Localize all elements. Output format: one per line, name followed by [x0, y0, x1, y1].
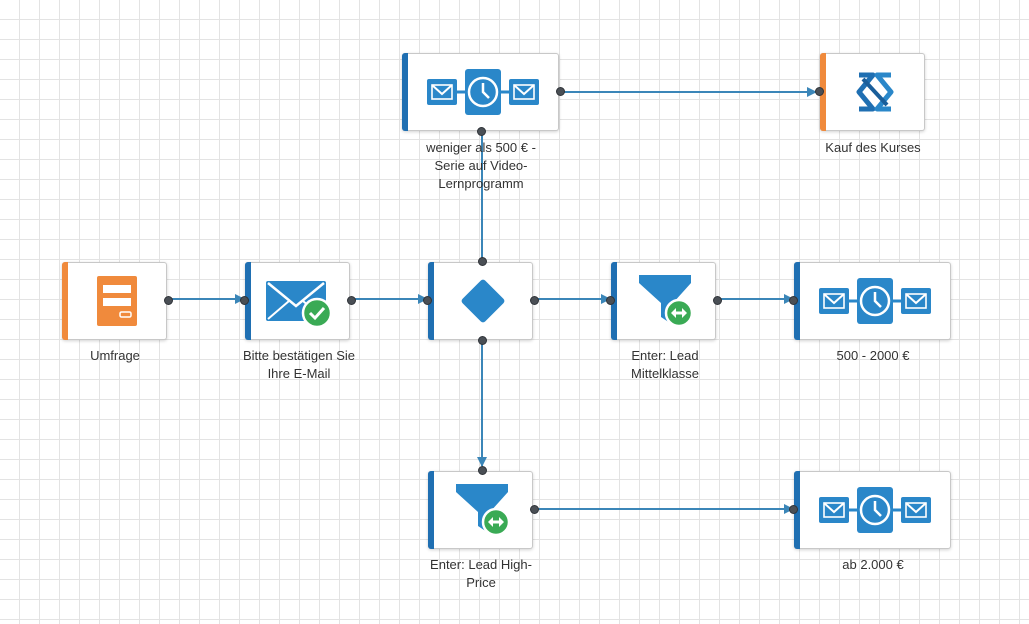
course-logo-icon: [826, 54, 924, 130]
node-label-email-series-from-2000: ab 2.000 €: [842, 557, 904, 572]
node-label-lead-mittelklasse: Enter: Lead Mittelklasse: [631, 348, 699, 381]
node-lead-mittelklasse[interactable]: [606, 262, 722, 340]
funnel-icon: [617, 263, 715, 339]
node-accent-bar: [402, 53, 408, 131]
output-port[interactable]: [530, 505, 539, 514]
output-port[interactable]: [530, 296, 539, 305]
node-email-series-500-2000[interactable]: [789, 262, 951, 340]
node-email-series-from-2000[interactable]: [789, 471, 951, 549]
email-timer-email-icon: [800, 263, 950, 339]
email-timer-email-icon: [800, 472, 950, 548]
input-port[interactable]: [789, 505, 798, 514]
output-port[interactable]: [347, 296, 356, 305]
node-label-confirm-email: Bitte bestätigen Sie Ihre E-Mail: [242, 348, 356, 381]
node-email-series-under-500[interactable]: [402, 53, 565, 136]
node-survey[interactable]: [62, 262, 173, 340]
funnel-icon: [434, 472, 532, 548]
form-icon: [68, 263, 166, 339]
node-label-lead-high-price: Enter: Lead High- Price: [430, 557, 532, 590]
email-timer-email-icon: [408, 54, 558, 130]
input-port[interactable]: [240, 296, 249, 305]
input-port[interactable]: [789, 296, 798, 305]
node-accent-bar: [62, 262, 68, 340]
output-port[interactable]: [478, 336, 487, 345]
node-label-course-purchase: Kauf des Kurses: [825, 140, 921, 155]
node-label-email-series-under-500: weniger als 500 € - Serie auf Video- Ler…: [426, 140, 536, 191]
output-port[interactable]: [164, 296, 173, 305]
node-decision[interactable]: [423, 257, 539, 345]
output-port[interactable]: [556, 87, 565, 96]
node-label-email-series-500-2000: 500 - 2000 €: [836, 348, 910, 363]
decision-diamond-icon: [434, 263, 532, 339]
node-course-purchase[interactable]: [815, 53, 925, 131]
node-lead-high-price[interactable]: [428, 466, 539, 549]
output-port[interactable]: [478, 257, 487, 266]
input-port[interactable]: [478, 466, 487, 475]
node-confirm-email[interactable]: [240, 262, 356, 340]
email-confirmed-icon: [251, 263, 349, 339]
output-port[interactable]: [713, 296, 722, 305]
node-label-survey: Umfrage: [90, 348, 140, 363]
input-port[interactable]: [606, 296, 615, 305]
input-port[interactable]: [815, 87, 824, 96]
node-accent-bar: [428, 471, 434, 549]
output-port[interactable]: [477, 127, 486, 136]
input-port[interactable]: [423, 296, 432, 305]
